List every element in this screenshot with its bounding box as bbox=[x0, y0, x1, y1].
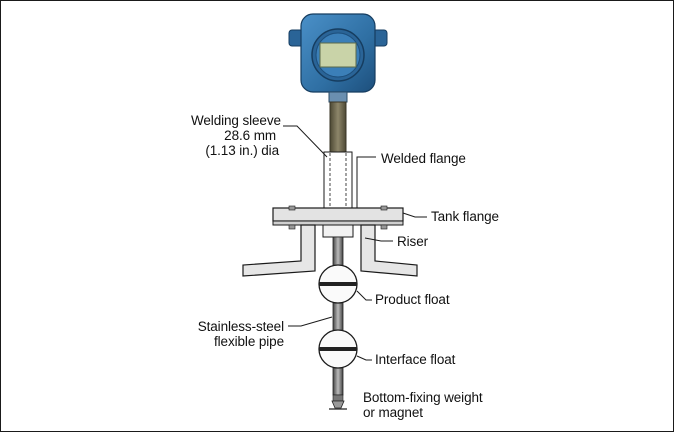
tank-flange bbox=[272, 220, 404, 226]
product-float bbox=[318, 264, 358, 304]
label-stainless-pipe: Stainless-steel flexible pipe bbox=[181, 319, 284, 349]
display-window bbox=[319, 42, 357, 68]
label-bottom-weight-line2: or magnet bbox=[363, 405, 423, 420]
label-interface-float: Interface float bbox=[375, 352, 456, 367]
transmitter-housing bbox=[288, 13, 388, 103]
label-welded-flange: Welded flange bbox=[381, 151, 466, 166]
label-welding-sleeve: Welding sleeve 28.6 mm (1.13 in.) dia bbox=[191, 113, 281, 158]
label-welding-sleeve-line2: 28.6 mm bbox=[224, 128, 276, 143]
stem bbox=[329, 101, 347, 153]
label-stainless-pipe-line2: flexible pipe bbox=[214, 334, 284, 349]
label-product-float: Product float bbox=[375, 292, 450, 307]
flange-assembly bbox=[272, 205, 404, 238]
label-welding-sleeve-line3: (1.13 in.) dia bbox=[205, 143, 279, 158]
interface-float bbox=[318, 329, 358, 369]
welding-sleeve bbox=[323, 151, 353, 209]
flexible-pipe bbox=[332, 236, 344, 396]
riser bbox=[242, 224, 418, 277]
label-welding-sleeve-line1: Welding sleeve bbox=[191, 113, 281, 128]
bottom-weight bbox=[329, 394, 347, 410]
label-bottom-weight: Bottom-fixing weight or magnet bbox=[363, 390, 483, 420]
label-tank-flange: Tank flange bbox=[431, 209, 499, 224]
label-riser: Riser bbox=[397, 234, 429, 249]
label-stainless-pipe-line1: Stainless-steel bbox=[197, 319, 284, 334]
label-bottom-weight-line1: Bottom-fixing weight bbox=[363, 390, 483, 405]
leader-lines bbox=[283, 125, 427, 361]
